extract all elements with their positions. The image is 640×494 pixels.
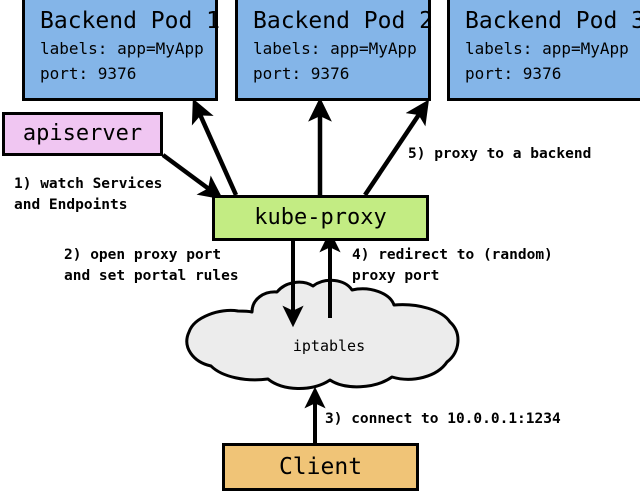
- step-2-annotation: 2) open proxy port and set portal rules: [64, 247, 239, 284]
- step-5-annotation: 5) proxy to a backend: [408, 146, 592, 162]
- step-3-annotation: 3) connect to 10.0.0.1:1234: [325, 411, 561, 427]
- step-4-annotation: 4) redirect to (random) proxy port: [352, 247, 553, 284]
- arrow-apiserver-to-kubeproxy: [161, 153, 224, 200]
- backend-pod-3-title: Backend Pod 3: [465, 8, 640, 34]
- iptables-label: iptables: [292, 337, 366, 355]
- backend-pod-1-box: Backend Pod 1 labels: app=MyApp port: 93…: [22, 0, 221, 101]
- backend-pod-1-labels: labels: app=MyApp: [40, 39, 204, 58]
- client-label: Client: [278, 454, 363, 480]
- backend-pod-1-port: port: 9376: [40, 64, 137, 83]
- step-1-annotation: 1) watch Services and Endpoints: [14, 176, 163, 213]
- backend-pod-3-box: Backend Pod 3 labels: app=MyApp port: 93…: [447, 0, 640, 101]
- backend-pod-3-labels: labels: app=MyApp: [465, 39, 629, 58]
- backend-pod-1-title: Backend Pod 1: [40, 8, 221, 34]
- arrow-kubeproxy-to-pod3: [363, 99, 430, 197]
- backend-pod-3-port: port: 9376: [465, 64, 562, 83]
- backend-pod-2-box: Backend Pod 2 labels: app=MyApp port: 93…: [235, 0, 434, 101]
- client-box: Client: [222, 443, 419, 491]
- backend-pod-2-port: port: 9376: [253, 64, 350, 83]
- backend-pod-2-labels: labels: app=MyApp: [253, 39, 417, 58]
- kube-proxy-label: kube-proxy: [254, 205, 387, 230]
- iptables-cloud: [185, 278, 460, 390]
- kube-proxy-box: kube-proxy: [212, 195, 429, 241]
- arrow-kubeproxy-to-pod1: [191, 98, 239, 196]
- apiserver-label: apiserver: [22, 121, 143, 146]
- backend-pod-2-title: Backend Pod 2: [253, 8, 434, 34]
- apiserver-box: apiserver: [2, 112, 163, 156]
